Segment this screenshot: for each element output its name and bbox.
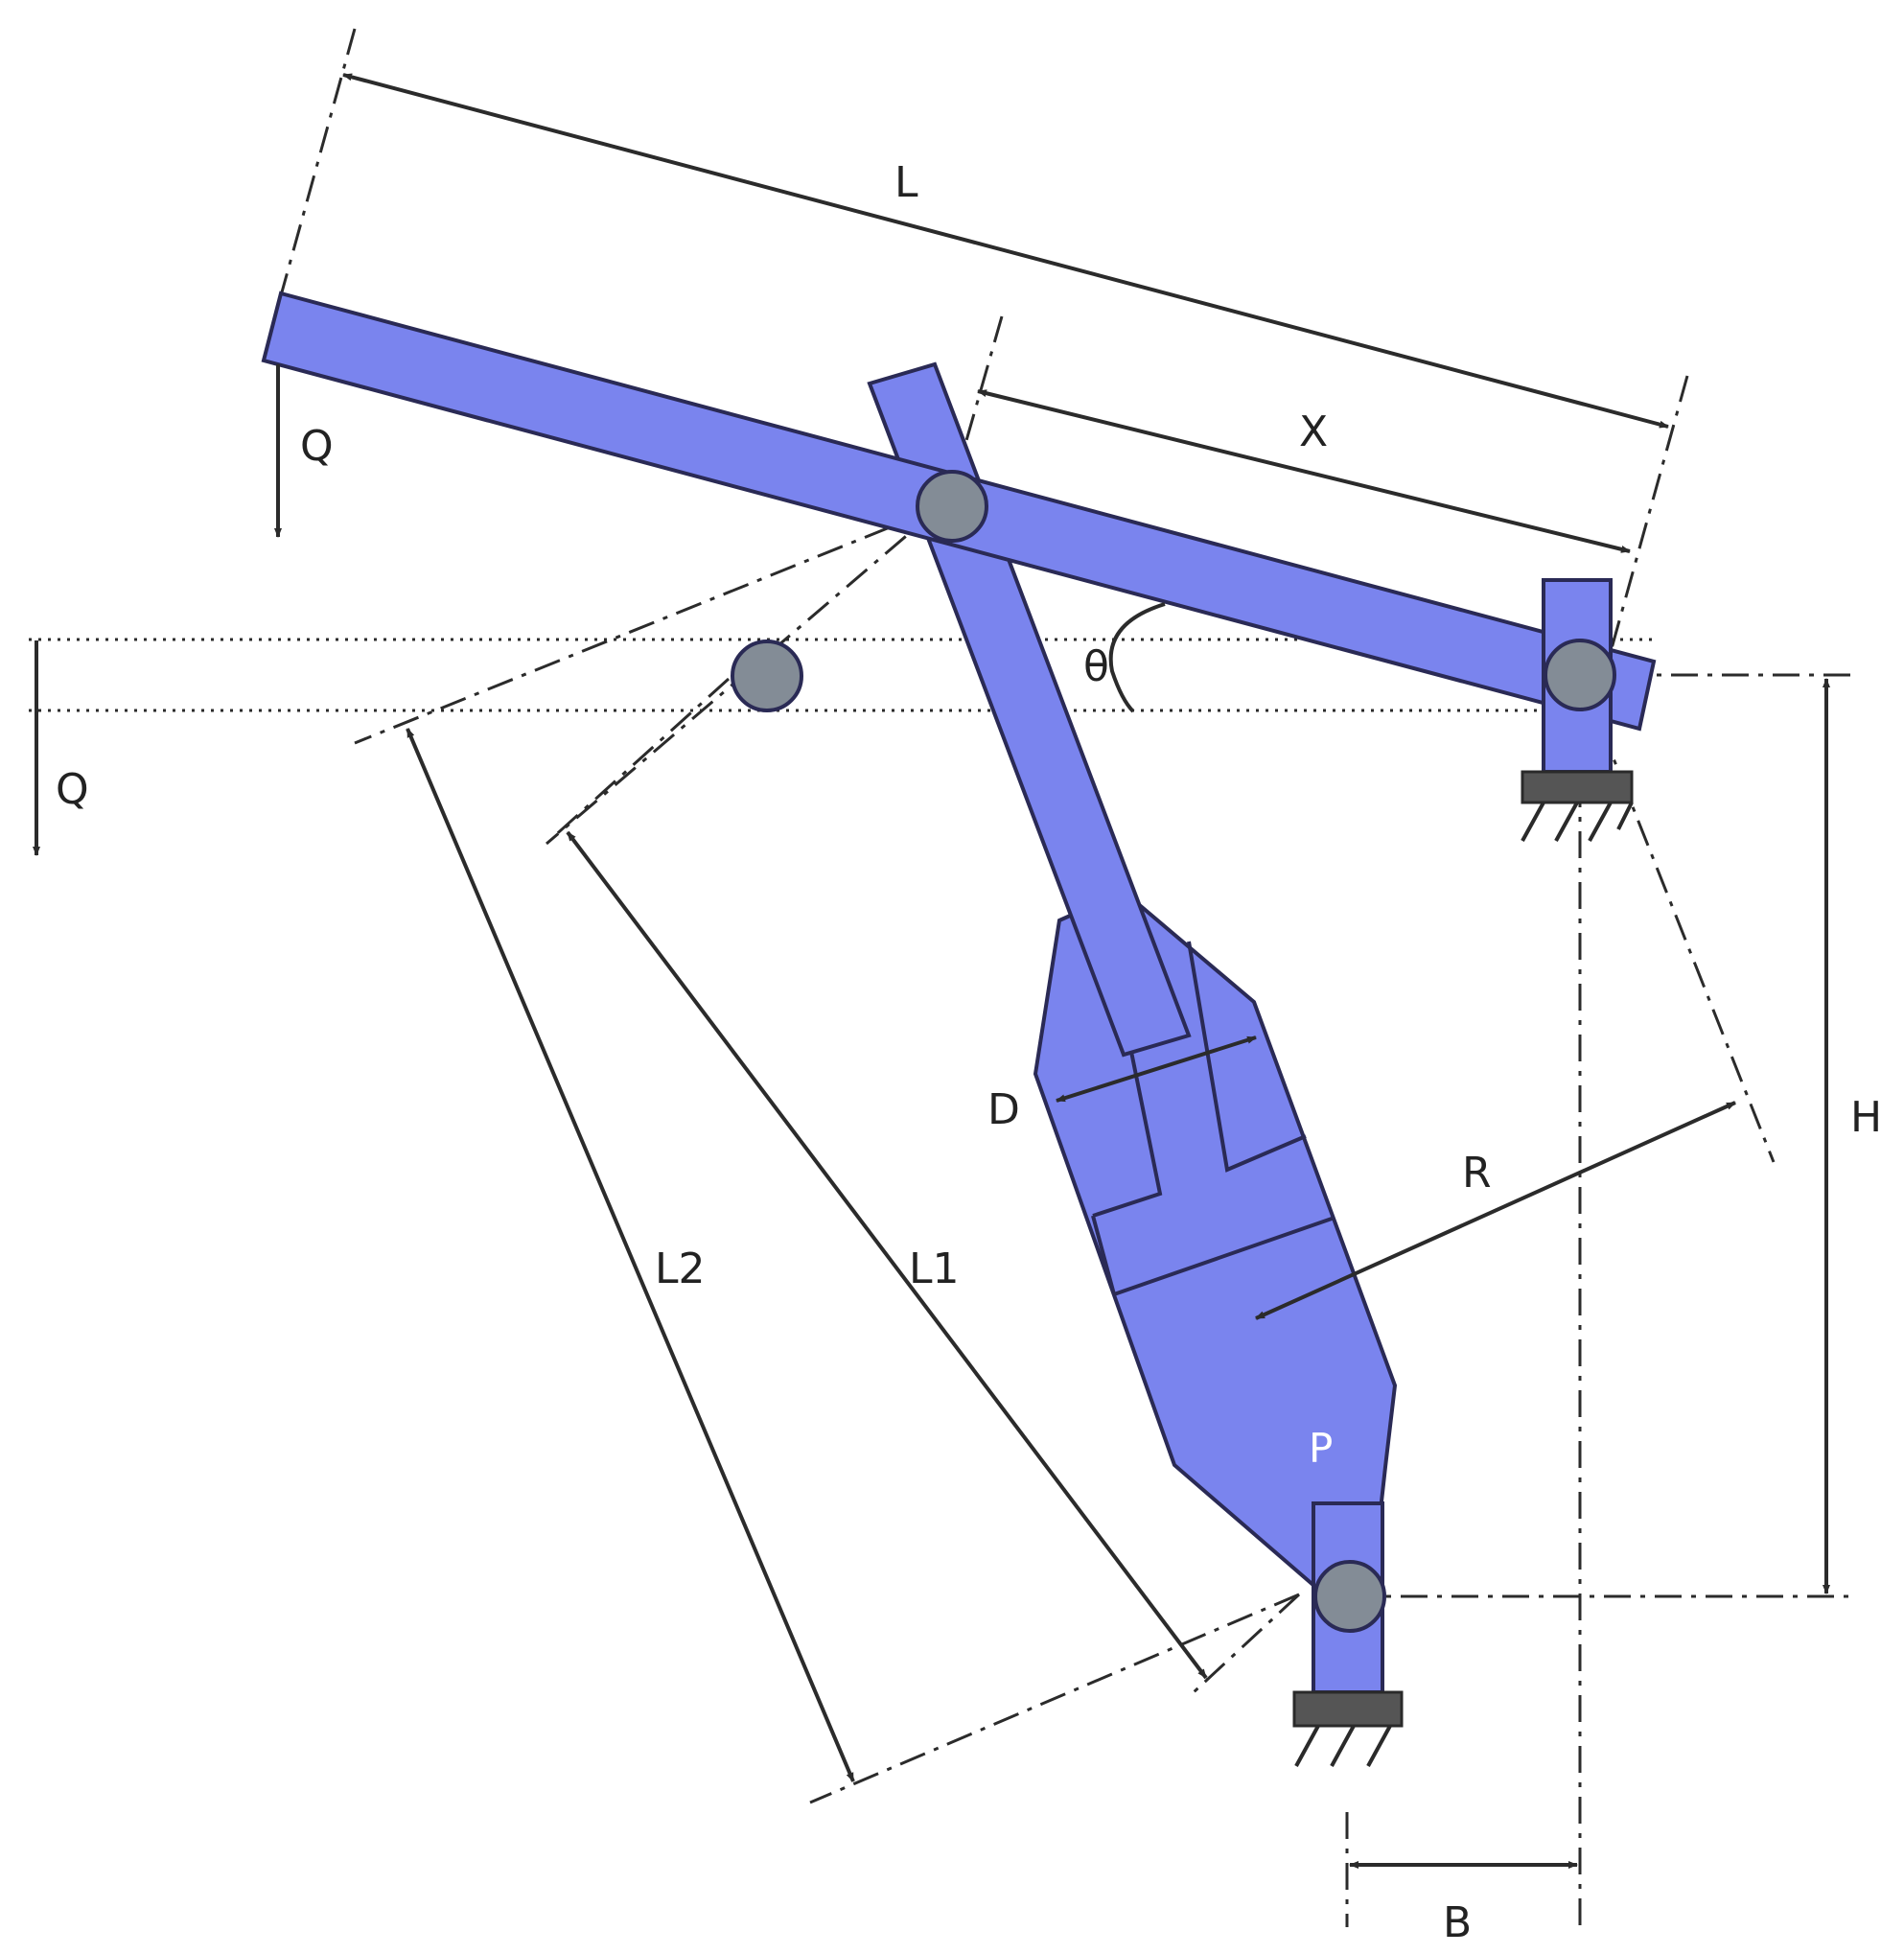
alternate-joint-position-pin (731, 640, 803, 712)
right-pivot-base (1521, 770, 1634, 804)
bottom-hatch-1 (1294, 1725, 1320, 1767)
label-H: H (1850, 1093, 1882, 1142)
bottom-pivot-base (1292, 1690, 1404, 1728)
right-hatch-4 (1616, 802, 1634, 830)
cylinder-body (1033, 889, 1398, 1590)
right-hatch-3 (1588, 802, 1613, 842)
label-L2: L2 (655, 1245, 706, 1293)
arm-rod-joint-pin (916, 470, 988, 543)
bottom-hatch-2 (1330, 1725, 1356, 1767)
label-Q-top: Q (300, 422, 334, 471)
alternate-arm-link (549, 677, 731, 841)
dimension-L2 (406, 728, 855, 1782)
right-hatch-1 (1521, 802, 1545, 842)
right-hatch-2 (1554, 802, 1579, 842)
hydraulic-cylinder (1033, 889, 1398, 1590)
bottom-hatch-3 (1366, 1725, 1392, 1767)
l2-extension-line (354, 525, 891, 745)
extension-line-right-L (1609, 375, 1689, 653)
extension-line-left-L (278, 28, 357, 300)
pivot-to-R-reference (1580, 678, 1776, 1163)
label-D: D (987, 1085, 1020, 1134)
dimension-L (342, 73, 1669, 429)
label-Q-left: Q (56, 765, 89, 814)
angle-theta-arc (1108, 602, 1166, 713)
dimensions (342, 73, 1830, 1869)
right-pivot-pin (1544, 639, 1616, 711)
bottom-pivot-pin (1313, 1560, 1386, 1633)
label-R: R (1462, 1149, 1492, 1198)
dimension-R (1255, 1101, 1736, 1320)
label-theta: θ (1083, 642, 1109, 691)
dimension-X (977, 389, 1631, 553)
l2-lower-extension (809, 1593, 1300, 1804)
label-L: L (894, 158, 918, 207)
label-B: B (1443, 1898, 1472, 1947)
l1-lower-extension (1192, 1593, 1301, 1694)
label-X: X (1299, 407, 1328, 456)
label-L1: L1 (909, 1245, 960, 1293)
label-P: P (1309, 1425, 1333, 1472)
